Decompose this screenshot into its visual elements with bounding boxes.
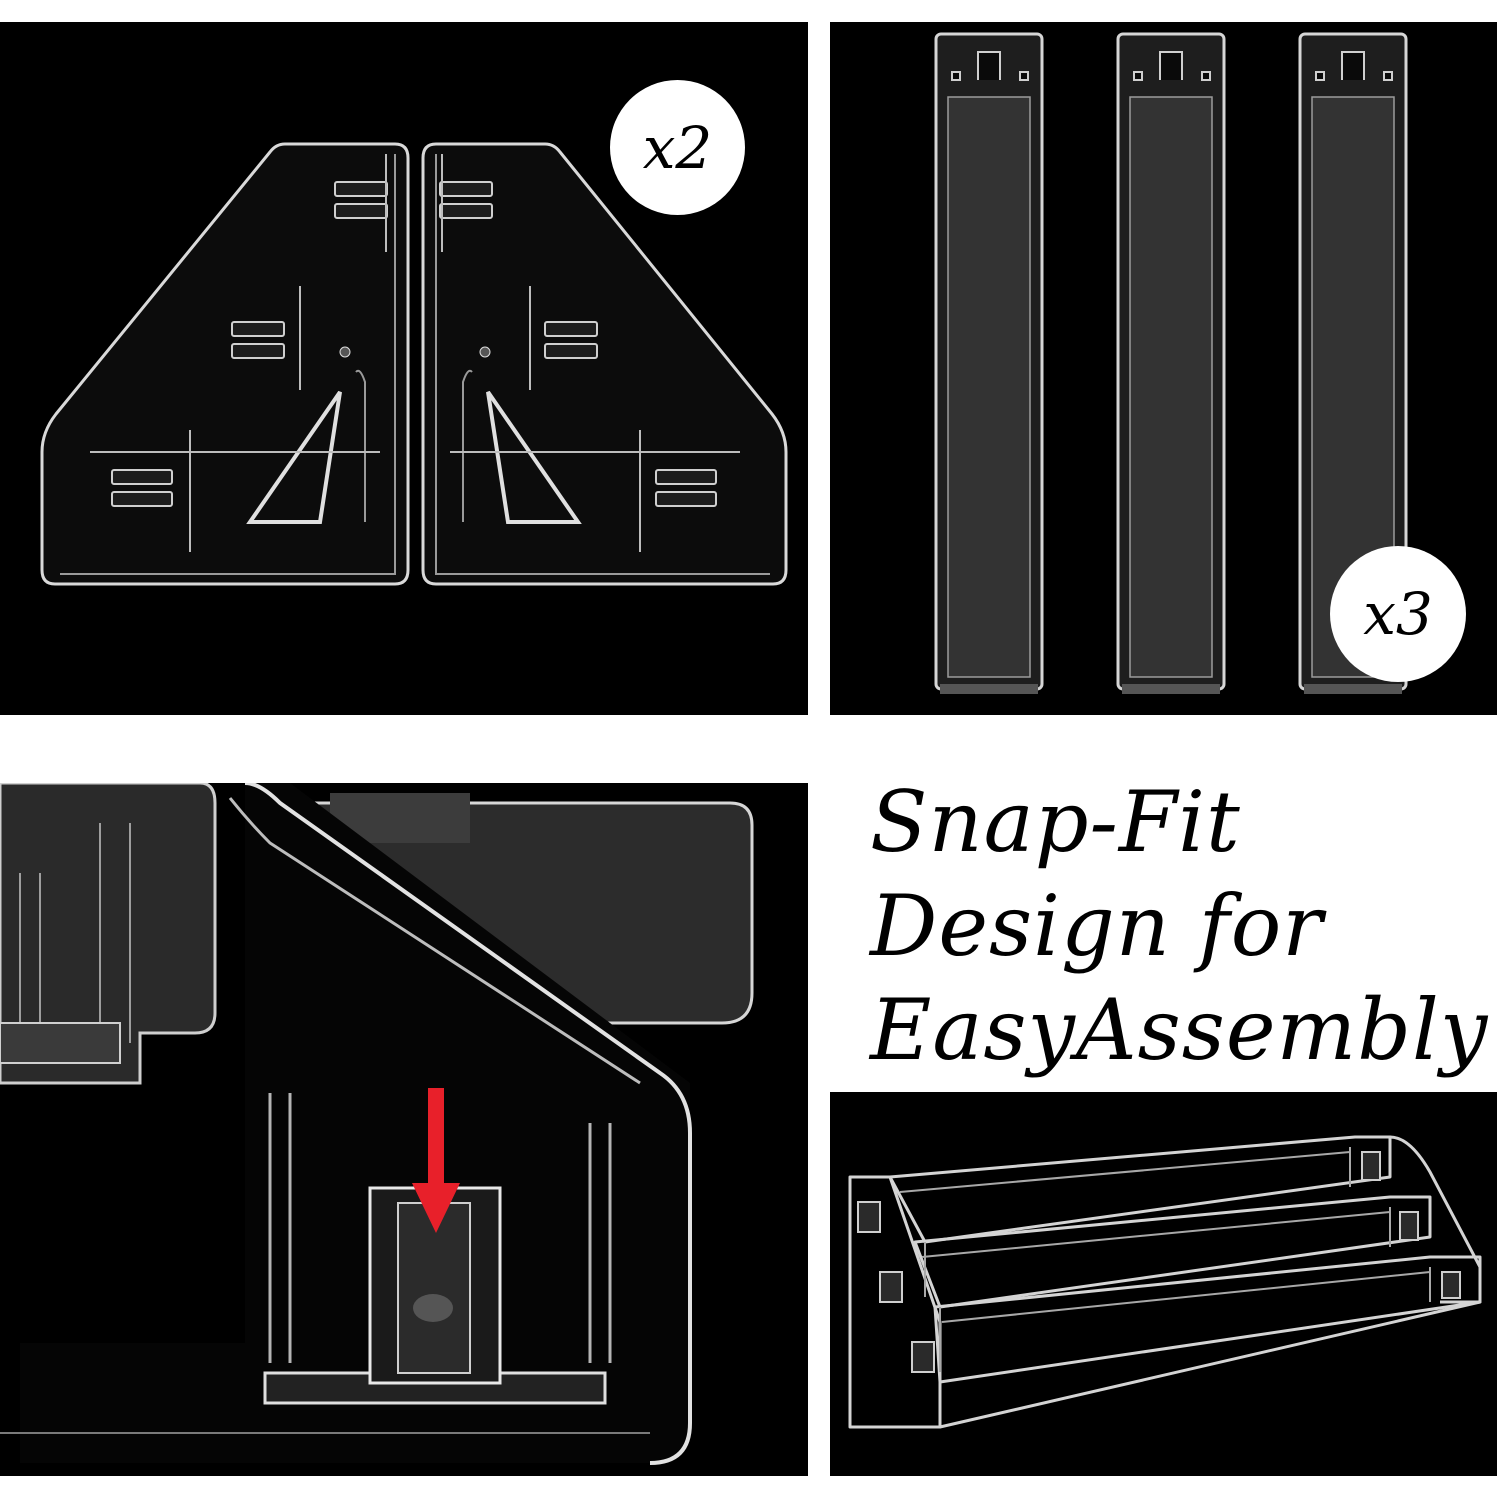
corner-brackets-illustration <box>40 142 788 586</box>
snap-closeup-illustration <box>0 783 754 1465</box>
left-triangle-cutout <box>246 390 342 524</box>
tier-middle <box>913 1195 1432 1309</box>
rails-panel: x3 <box>830 22 1497 715</box>
assembled-rack-illustration <box>848 1135 1482 1429</box>
quantity-badge-x2: x2 <box>610 80 745 215</box>
snap-closeup-panel <box>0 783 808 1476</box>
rails-illustration <box>934 32 1408 694</box>
headline: Snap-Fit Design for EasyAssembly <box>870 770 1490 1082</box>
down-arrow <box>412 1088 460 1233</box>
headline-line-1: Snap-Fit <box>870 773 1241 871</box>
assembled-rack-panel <box>830 1092 1497 1476</box>
corner-brackets-panel: x2 <box>0 22 808 715</box>
tier-top <box>888 1135 1392 1244</box>
right-triangle-cutout <box>486 390 582 524</box>
headline-line-3: EasyAssembly <box>870 981 1489 1079</box>
quantity-badge-x3-text: x3 <box>1363 580 1433 648</box>
headline-line-2: Design for <box>870 877 1324 975</box>
quantity-badge-x3: x3 <box>1330 546 1466 682</box>
quantity-badge-x2-text: x2 <box>642 113 713 182</box>
